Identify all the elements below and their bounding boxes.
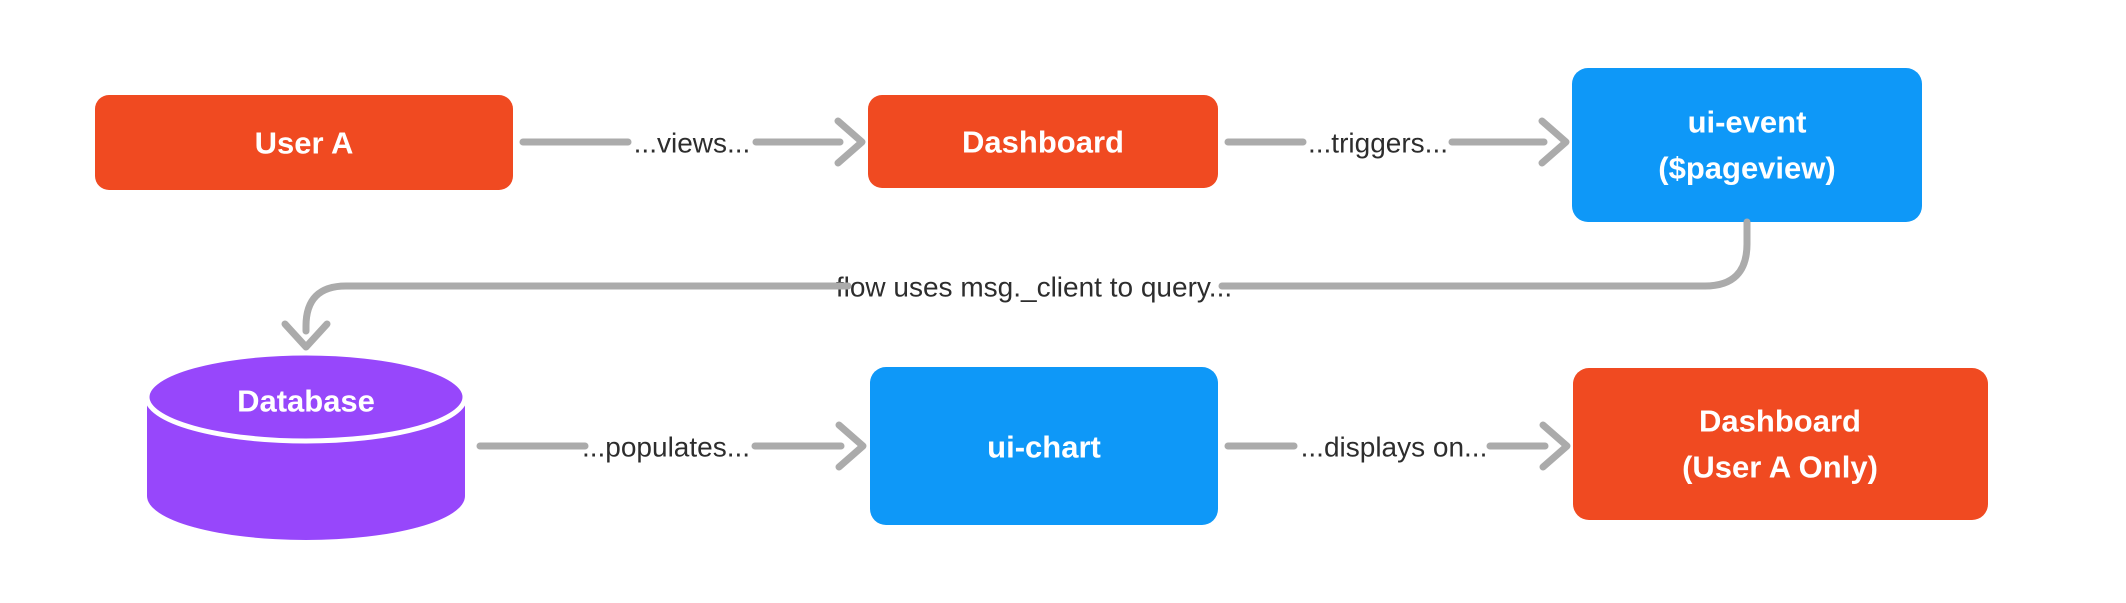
database-label: Database xyxy=(237,384,375,419)
database-cylinder-top xyxy=(144,350,468,444)
ui-chart-label: ui-chart xyxy=(987,430,1101,465)
user-a-box xyxy=(95,95,513,190)
views-edge-label: ...views... xyxy=(634,128,751,159)
node-user-a: User A xyxy=(95,95,513,190)
triggers-edge-label: ...triggers... xyxy=(1308,128,1448,159)
dashboard-user-a-label-line2: (User A Only) xyxy=(1682,450,1878,485)
ui-event-label-line1: ui-event xyxy=(1688,105,1807,140)
arrowhead-right-icon xyxy=(835,421,867,471)
ui-event-label-line2: ($pageview) xyxy=(1658,151,1835,186)
node-dashboard-user-a: Dashboard (User A Only) xyxy=(1573,368,1988,520)
node-ui-event: ui-event ($pageview) xyxy=(1572,68,1922,222)
populates-edge-label: ...populates... xyxy=(582,432,750,463)
user-a-label: User A xyxy=(255,126,354,161)
query-line-right xyxy=(1218,218,1751,290)
dashboard-user-a-box xyxy=(1573,368,1988,520)
edge-populates: ...populates... xyxy=(476,421,867,471)
ui-event-box xyxy=(1572,68,1922,222)
arrowhead-right-icon xyxy=(834,117,866,167)
arrowhead-right-icon xyxy=(1539,421,1571,471)
arrowhead-down-icon xyxy=(281,320,331,351)
query-edge-label: flow uses msg._client to query... xyxy=(836,272,1232,303)
node-ui-chart: ui-chart xyxy=(870,367,1218,525)
arrowhead-right-icon xyxy=(1538,117,1570,167)
dashboard-top-label: Dashboard xyxy=(962,125,1124,160)
edge-views: ...views... xyxy=(519,117,866,167)
ui-chart-box xyxy=(870,367,1218,525)
query-line-left xyxy=(302,282,852,335)
node-database: Database xyxy=(144,350,468,540)
edge-displays-on: ...displays on... xyxy=(1224,421,1571,471)
edge-query: flow uses msg._client to query... xyxy=(281,218,1751,351)
dashboard-user-a-label-line1: Dashboard xyxy=(1699,404,1861,439)
dashboard-top-box xyxy=(868,95,1218,188)
displays-on-edge-label: ...displays on... xyxy=(1301,432,1488,463)
node-dashboard-top: Dashboard xyxy=(868,95,1218,188)
edge-triggers: ...triggers... xyxy=(1224,117,1570,167)
